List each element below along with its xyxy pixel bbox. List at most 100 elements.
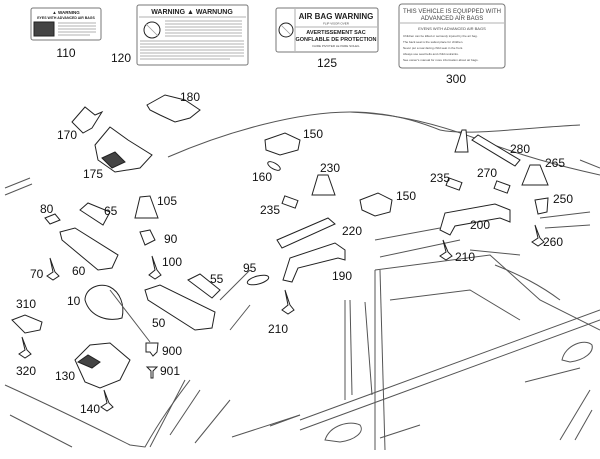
callout-235: 235	[260, 203, 280, 217]
callout-320: 320	[16, 364, 36, 378]
label-300-bullet: See owner's manual for more information …	[403, 58, 479, 62]
callout-200: 200	[470, 218, 490, 232]
part-150-lower	[359, 192, 393, 217]
part-90	[139, 229, 156, 246]
label-300-bullet: Always use seat belts and child restrain…	[403, 52, 459, 56]
part-220	[276, 217, 336, 249]
callout-230: 230	[320, 161, 340, 175]
part-130	[74, 342, 131, 389]
part-95	[246, 274, 270, 286]
label-110-header: ▲ WARNING	[52, 10, 80, 15]
part-80	[44, 213, 61, 225]
label-125-line2: FLIP VISOR OVER	[323, 22, 350, 26]
callout-260: 260	[543, 235, 563, 249]
callout-10: 10	[67, 294, 81, 308]
callout-235: 235	[430, 171, 450, 185]
part-900	[145, 342, 159, 357]
airbag-warning-label-125: AIR BAG WARNING FLIP VISOR OVER AVERTISS…	[275, 7, 379, 70]
callout-80: 80	[40, 202, 54, 216]
callout-160: 160	[252, 170, 272, 184]
callout-280: 280	[510, 142, 530, 156]
part-250	[534, 197, 549, 215]
part-10	[84, 284, 124, 320]
warning-label-120: WARNING ▲ WARNUNG 120	[111, 4, 249, 66]
warning-label-110: ▲ WARNING EYES WITH ADVANCED AIR BAGS 11…	[30, 7, 102, 60]
callout-90: 90	[164, 232, 178, 246]
parts	[11, 94, 549, 412]
part-230	[311, 174, 336, 196]
label-110-subheader: EYES WITH ADVANCED AIR BAGS	[37, 16, 95, 20]
part-190	[282, 242, 346, 283]
callout-901: 901	[160, 364, 180, 378]
part-235-right	[445, 177, 463, 191]
callout-265: 265	[545, 156, 565, 170]
label-300-bullet: Never put a rear-facing child seat in th…	[403, 46, 463, 50]
callout-270: 270	[477, 166, 497, 180]
callout-55: 55	[210, 272, 224, 286]
callout-190: 190	[332, 269, 352, 283]
advanced-airbag-label-300: THIS VEHICLE IS EQUIPPED WITH ADVANCED A…	[398, 3, 506, 86]
callout-65: 65	[104, 204, 118, 218]
part-260	[531, 224, 545, 247]
label-300-line1: THIS VEHICLE IS EQUIPPED WITH	[403, 9, 501, 15]
part-55	[187, 273, 221, 299]
label-300-bullet: The back seat is the safest place for ch…	[403, 40, 463, 44]
callout-150: 150	[396, 189, 416, 203]
part-280	[471, 134, 521, 167]
callout-130: 130	[55, 369, 75, 383]
part-200	[439, 203, 511, 236]
callout-100: 100	[162, 255, 182, 269]
label-300-line2: ADVANCED AIR BAGS	[421, 16, 484, 22]
callout-105: 105	[157, 194, 177, 208]
part-320	[18, 336, 32, 359]
part-60	[59, 227, 119, 271]
callout-140: 140	[80, 402, 100, 416]
part-210-right	[439, 239, 453, 261]
callout-210: 210	[268, 322, 288, 336]
car-body-outline	[4, 111, 600, 451]
callout-120: 120	[111, 51, 131, 65]
part-50	[144, 284, 216, 331]
callout-170: 170	[57, 128, 77, 142]
label-120-header: WARNING ▲ WARNUNG	[151, 9, 233, 16]
part-210-left	[281, 289, 295, 315]
callout-300: 300	[446, 72, 466, 86]
callout-220: 220	[342, 224, 362, 238]
label-125-line5: FAIRE PIVOTER LE PARE SOLEIL	[312, 44, 360, 48]
part-901	[145, 366, 159, 379]
callout-60: 60	[72, 264, 86, 278]
part-235-left	[281, 195, 299, 209]
label-300-line3: EVENS WITH ADVANCED AIR BAGS	[418, 26, 486, 31]
callout-numbers: 180 170 175 150 160 230 235 150 220 190 …	[16, 90, 573, 416]
callout-50: 50	[152, 316, 166, 330]
part-150-upper	[264, 132, 301, 156]
callout-70: 70	[30, 267, 44, 281]
label-300-bullet: Children can be killed or seriously inju…	[403, 34, 478, 38]
part-270	[493, 180, 511, 194]
part-265	[521, 164, 549, 186]
part-175	[94, 126, 153, 173]
callout-310: 310	[16, 297, 36, 311]
callout-95: 95	[243, 261, 257, 275]
part-310	[11, 314, 43, 334]
label-125-line1: AIR BAG WARNING	[299, 12, 374, 21]
callout-180: 180	[180, 90, 200, 104]
label-125-line3: AVERTISSEMENT SAC	[306, 30, 366, 36]
part-65	[79, 202, 111, 226]
callout-150: 150	[303, 127, 323, 141]
part-180	[146, 94, 201, 123]
part-105	[134, 195, 159, 219]
callout-900: 900	[162, 344, 182, 358]
callout-210: 210	[455, 250, 475, 264]
part-160	[267, 161, 281, 171]
label-125-line4: GONFLABLE DE PROTECTION	[296, 37, 377, 43]
callout-175: 175	[83, 167, 103, 181]
callout-125: 125	[317, 56, 337, 70]
callout-110: 110	[56, 46, 75, 60]
part-70	[46, 257, 60, 281]
part-170	[71, 106, 104, 134]
part-140	[100, 389, 114, 412]
callout-250: 250	[553, 192, 573, 206]
part-100	[148, 255, 162, 280]
